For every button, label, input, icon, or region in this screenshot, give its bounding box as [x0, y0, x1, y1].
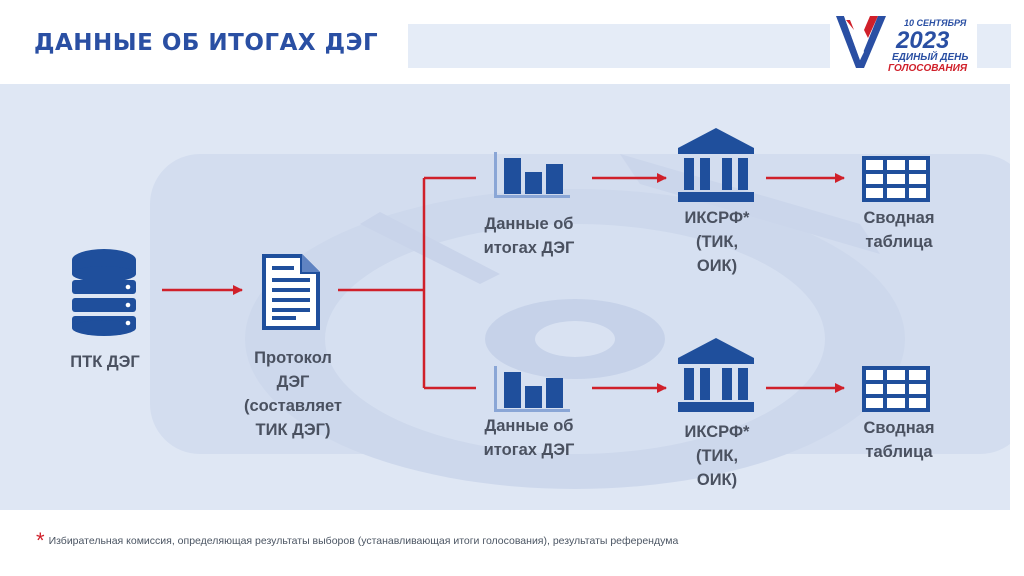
page-title: ДАННЫЕ ОБ ИТОГАХ ДЭГ [34, 30, 379, 56]
protocol-label: Протокол ДЭГ (составляет ТИК ДЭГ) [243, 349, 343, 439]
table-grid-icon [862, 366, 930, 412]
logo-line2: ГОЛОСОВАНИЯ [888, 63, 968, 74]
logo-date: 10 СЕНТЯБРЯ [904, 18, 967, 28]
title-bar-background [408, 24, 830, 68]
footnote-marker: * [36, 528, 45, 553]
data-bottom-label: Данные об итогах ДЭГ [483, 417, 575, 459]
ikc-top-label: ИКСРФ* (ТИК, ОИК) [684, 209, 750, 275]
table-grid-icon [862, 156, 930, 202]
election-day-logo: 10 СЕНТЯБРЯ 2023 ЕДИНЫЙ ДЕНЬ ГОЛОСОВАНИЯ [834, 12, 976, 74]
logo-year: 2023 [895, 27, 950, 54]
ptk-label: ПТК ДЭГ [70, 353, 140, 371]
title-bar-end-background [977, 24, 1011, 68]
table-bottom-label: Сводная таблица [863, 419, 935, 461]
ikc-bottom-label: ИКСРФ* (ТИК, ОИК) [684, 423, 750, 489]
data-top-label: Данные об итогах ДЭГ [483, 215, 575, 257]
government-building-icon [678, 338, 754, 412]
government-building-icon [678, 128, 754, 202]
logo-line1: ЕДИНЫЙ ДЕНЬ [892, 50, 968, 63]
footnote-text: Избирательная комиссия, определяющая рез… [48, 535, 679, 547]
footnote: *Избирательная комиссия, определяющая ре… [36, 524, 679, 553]
document-icon [262, 254, 320, 330]
database-icon [72, 249, 136, 336]
bar-chart-icon [494, 366, 570, 412]
bar-chart-icon [494, 152, 570, 198]
table-top-label: Сводная таблица [863, 209, 935, 251]
